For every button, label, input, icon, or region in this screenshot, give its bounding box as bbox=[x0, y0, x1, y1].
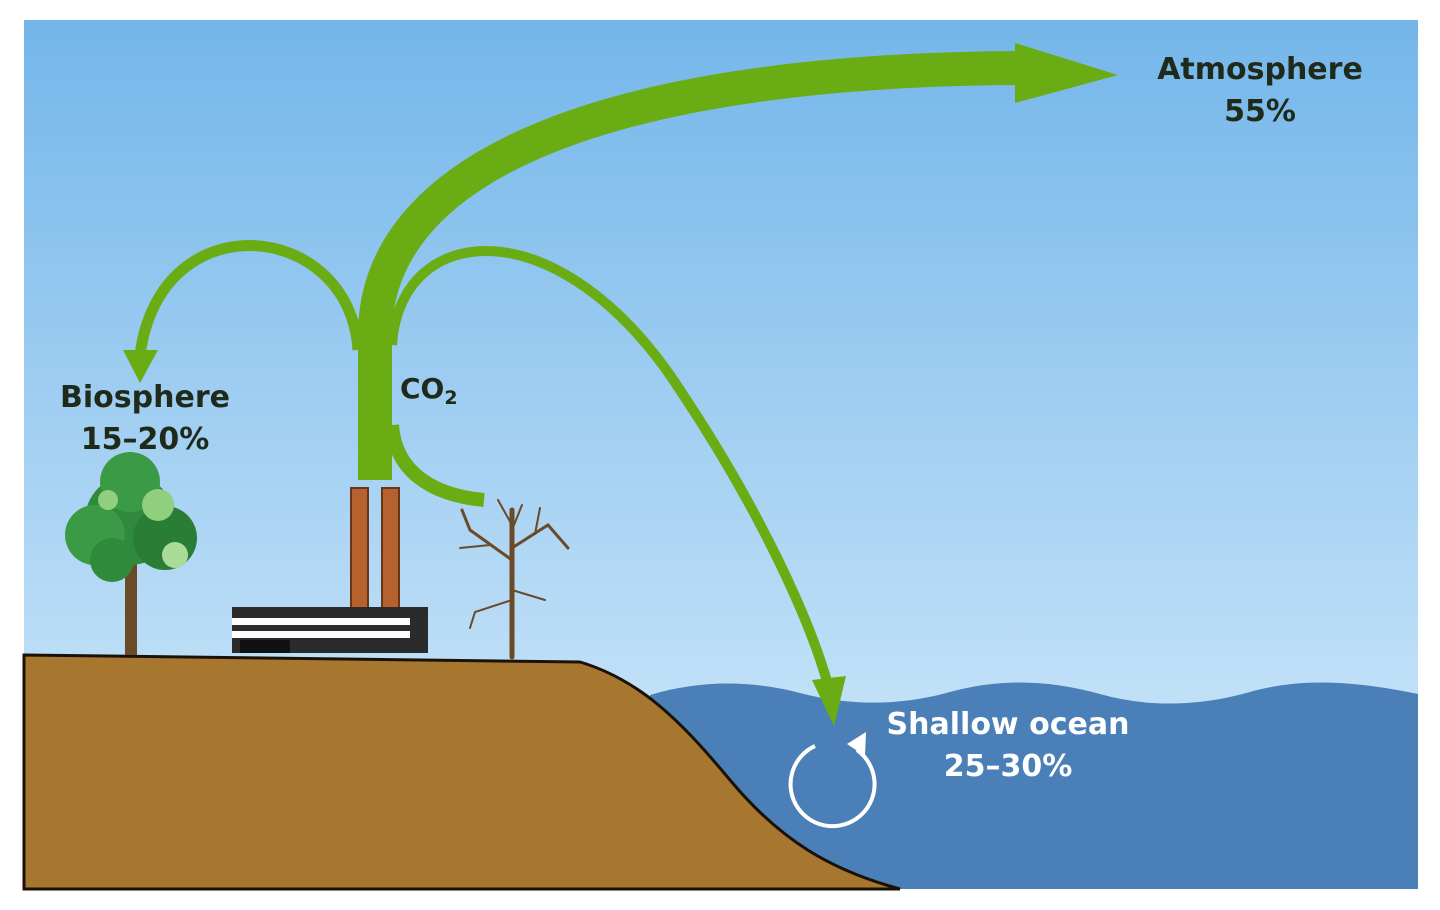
atmosphere-label: Atmosphere 55% bbox=[1140, 49, 1380, 133]
co2-base: CO bbox=[400, 372, 445, 405]
dead-tree-icon bbox=[459, 499, 570, 660]
co2-subscript: 2 bbox=[444, 387, 458, 409]
factory bbox=[232, 487, 428, 653]
biosphere-name: Biosphere bbox=[60, 380, 230, 415]
ocean-name: Shallow ocean bbox=[886, 707, 1130, 742]
atmosphere-arrowhead bbox=[1015, 43, 1118, 103]
ocean-arrowhead bbox=[812, 676, 846, 726]
arrow-to-atmosphere bbox=[358, 51, 1021, 480]
atmosphere-percent: 55% bbox=[1224, 94, 1296, 129]
land bbox=[22, 653, 901, 891]
atmosphere-name: Atmosphere bbox=[1157, 52, 1363, 87]
flow-arrows bbox=[123, 43, 1118, 726]
shallow-ocean bbox=[650, 682, 1418, 889]
biosphere-percent: 15–20% bbox=[80, 422, 210, 457]
ocean-label: Shallow ocean 25–30% bbox=[868, 704, 1148, 788]
tree-icon bbox=[65, 452, 197, 655]
biosphere-label: Biosphere 15–20% bbox=[40, 377, 250, 461]
arrow-to-ocean bbox=[387, 245, 833, 687]
arrow-to-biosphere bbox=[134, 240, 364, 356]
deforestation-flow bbox=[385, 424, 485, 507]
biosphere-arrowhead bbox=[123, 350, 158, 383]
co2-label: CO2 bbox=[400, 372, 458, 409]
ocean-percent: 25–30% bbox=[943, 749, 1073, 784]
circulation-icon bbox=[788, 732, 877, 829]
